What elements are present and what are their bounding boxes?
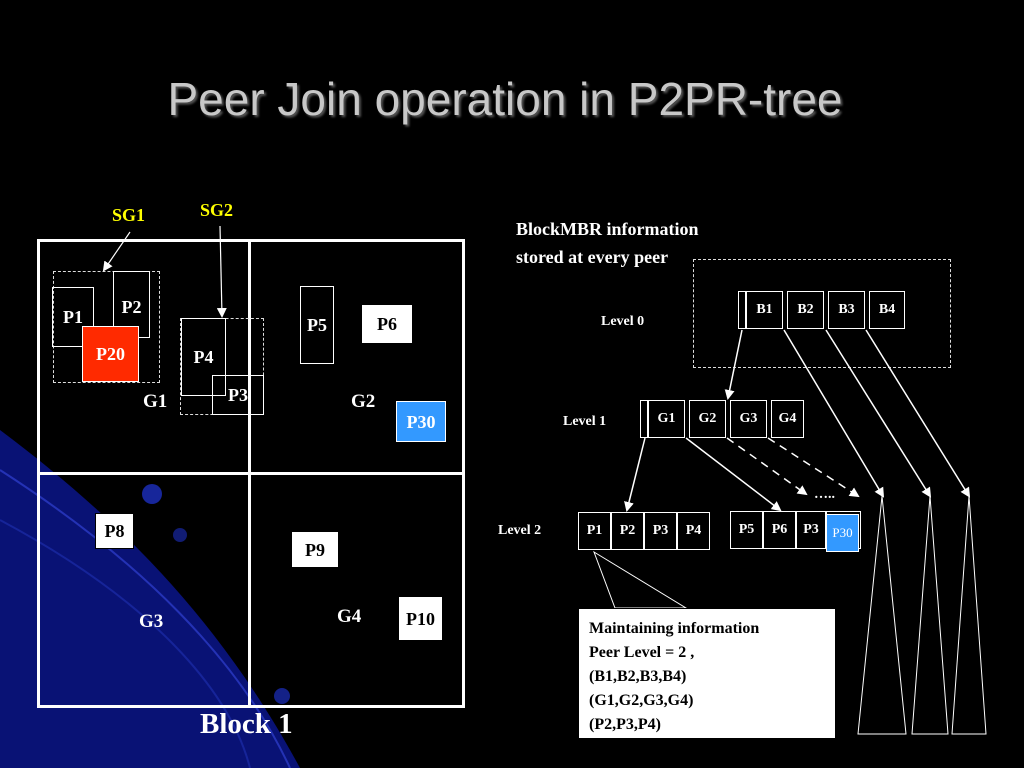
node-pointer-slot xyxy=(640,400,648,438)
subgroup-label-sg1: SG1 xyxy=(112,205,146,225)
slide-title: Peer Join operation in P2PR-tree xyxy=(167,73,843,125)
peer-p10[interactable]: P10 xyxy=(398,596,443,641)
level2-cell-p4[interactable]: P4 xyxy=(677,512,710,550)
peer-p4[interactable]: P4 xyxy=(181,318,226,396)
group-label-g2: G2 xyxy=(351,391,376,412)
subgroup-label-sg2: SG2 xyxy=(200,200,234,220)
group-label-g1: G1 xyxy=(143,391,168,412)
info-line: Peer Level = 2 , xyxy=(589,644,695,661)
level0-cell-b1[interactable]: B1 xyxy=(746,291,783,329)
peer-p8[interactable]: P8 xyxy=(95,513,134,549)
peer-p6[interactable]: P6 xyxy=(361,304,413,344)
peer-p3[interactable]: P3 xyxy=(212,375,264,415)
group-label-g4: G4 xyxy=(337,606,362,627)
level1-cell-g1[interactable]: G1 xyxy=(648,400,685,438)
info-line: (P2,P3,P4) xyxy=(589,716,661,733)
level2-cell-p5[interactable]: P5 xyxy=(730,511,763,549)
peer-p20[interactable]: P20 xyxy=(82,326,139,382)
info-line: (B1,B2,B3,B4) xyxy=(589,668,687,685)
level2-cell-p30[interactable]: P30 xyxy=(826,514,859,552)
peer-p30[interactable]: P30 xyxy=(396,401,446,442)
blockmbr-caption-line1: BlockMBR information xyxy=(516,219,699,239)
level0-cell-b2[interactable]: B2 xyxy=(787,291,824,329)
level1-cell-g2[interactable]: G2 xyxy=(689,400,726,438)
level2-cell-p2[interactable]: P2 xyxy=(611,512,644,550)
level1-cell-g4[interactable]: G4 xyxy=(771,400,804,438)
block-label: Block 1 xyxy=(200,708,293,740)
level2-cell-p6[interactable]: P6 xyxy=(763,511,796,549)
peer-p9[interactable]: P9 xyxy=(291,531,339,568)
info-line: (G1,G2,G3,G4) xyxy=(589,692,694,709)
level-2-label: Level 2 xyxy=(498,523,542,538)
blockmbr-caption-line2: stored at every peer xyxy=(516,247,669,267)
level0-cell-b4[interactable]: B4 xyxy=(869,291,905,329)
level2-cell-p1[interactable]: P1 xyxy=(578,512,611,550)
horizontal-divider xyxy=(37,472,465,475)
level1-cell-g3[interactable]: G3 xyxy=(730,400,767,438)
info-line: Maintaining information xyxy=(589,620,760,637)
ellipsis-label: ….. xyxy=(814,487,835,502)
peer-p5[interactable]: P5 xyxy=(300,286,334,364)
group-label-g3: G3 xyxy=(139,611,164,632)
level2-cell-p3b[interactable]: P3 xyxy=(796,511,826,549)
level-0-label: Level 0 xyxy=(601,314,645,329)
level0-cell-b3[interactable]: B3 xyxy=(828,291,865,329)
node-pointer-slot xyxy=(738,291,746,329)
level-1-label: Level 1 xyxy=(563,414,607,429)
maintaining-info-callout: Maintaining information Peer Level = 2 ,… xyxy=(578,608,836,739)
level2-cell-p3[interactable]: P3 xyxy=(644,512,677,550)
peer-p1[interactable]: P1 xyxy=(52,287,94,347)
